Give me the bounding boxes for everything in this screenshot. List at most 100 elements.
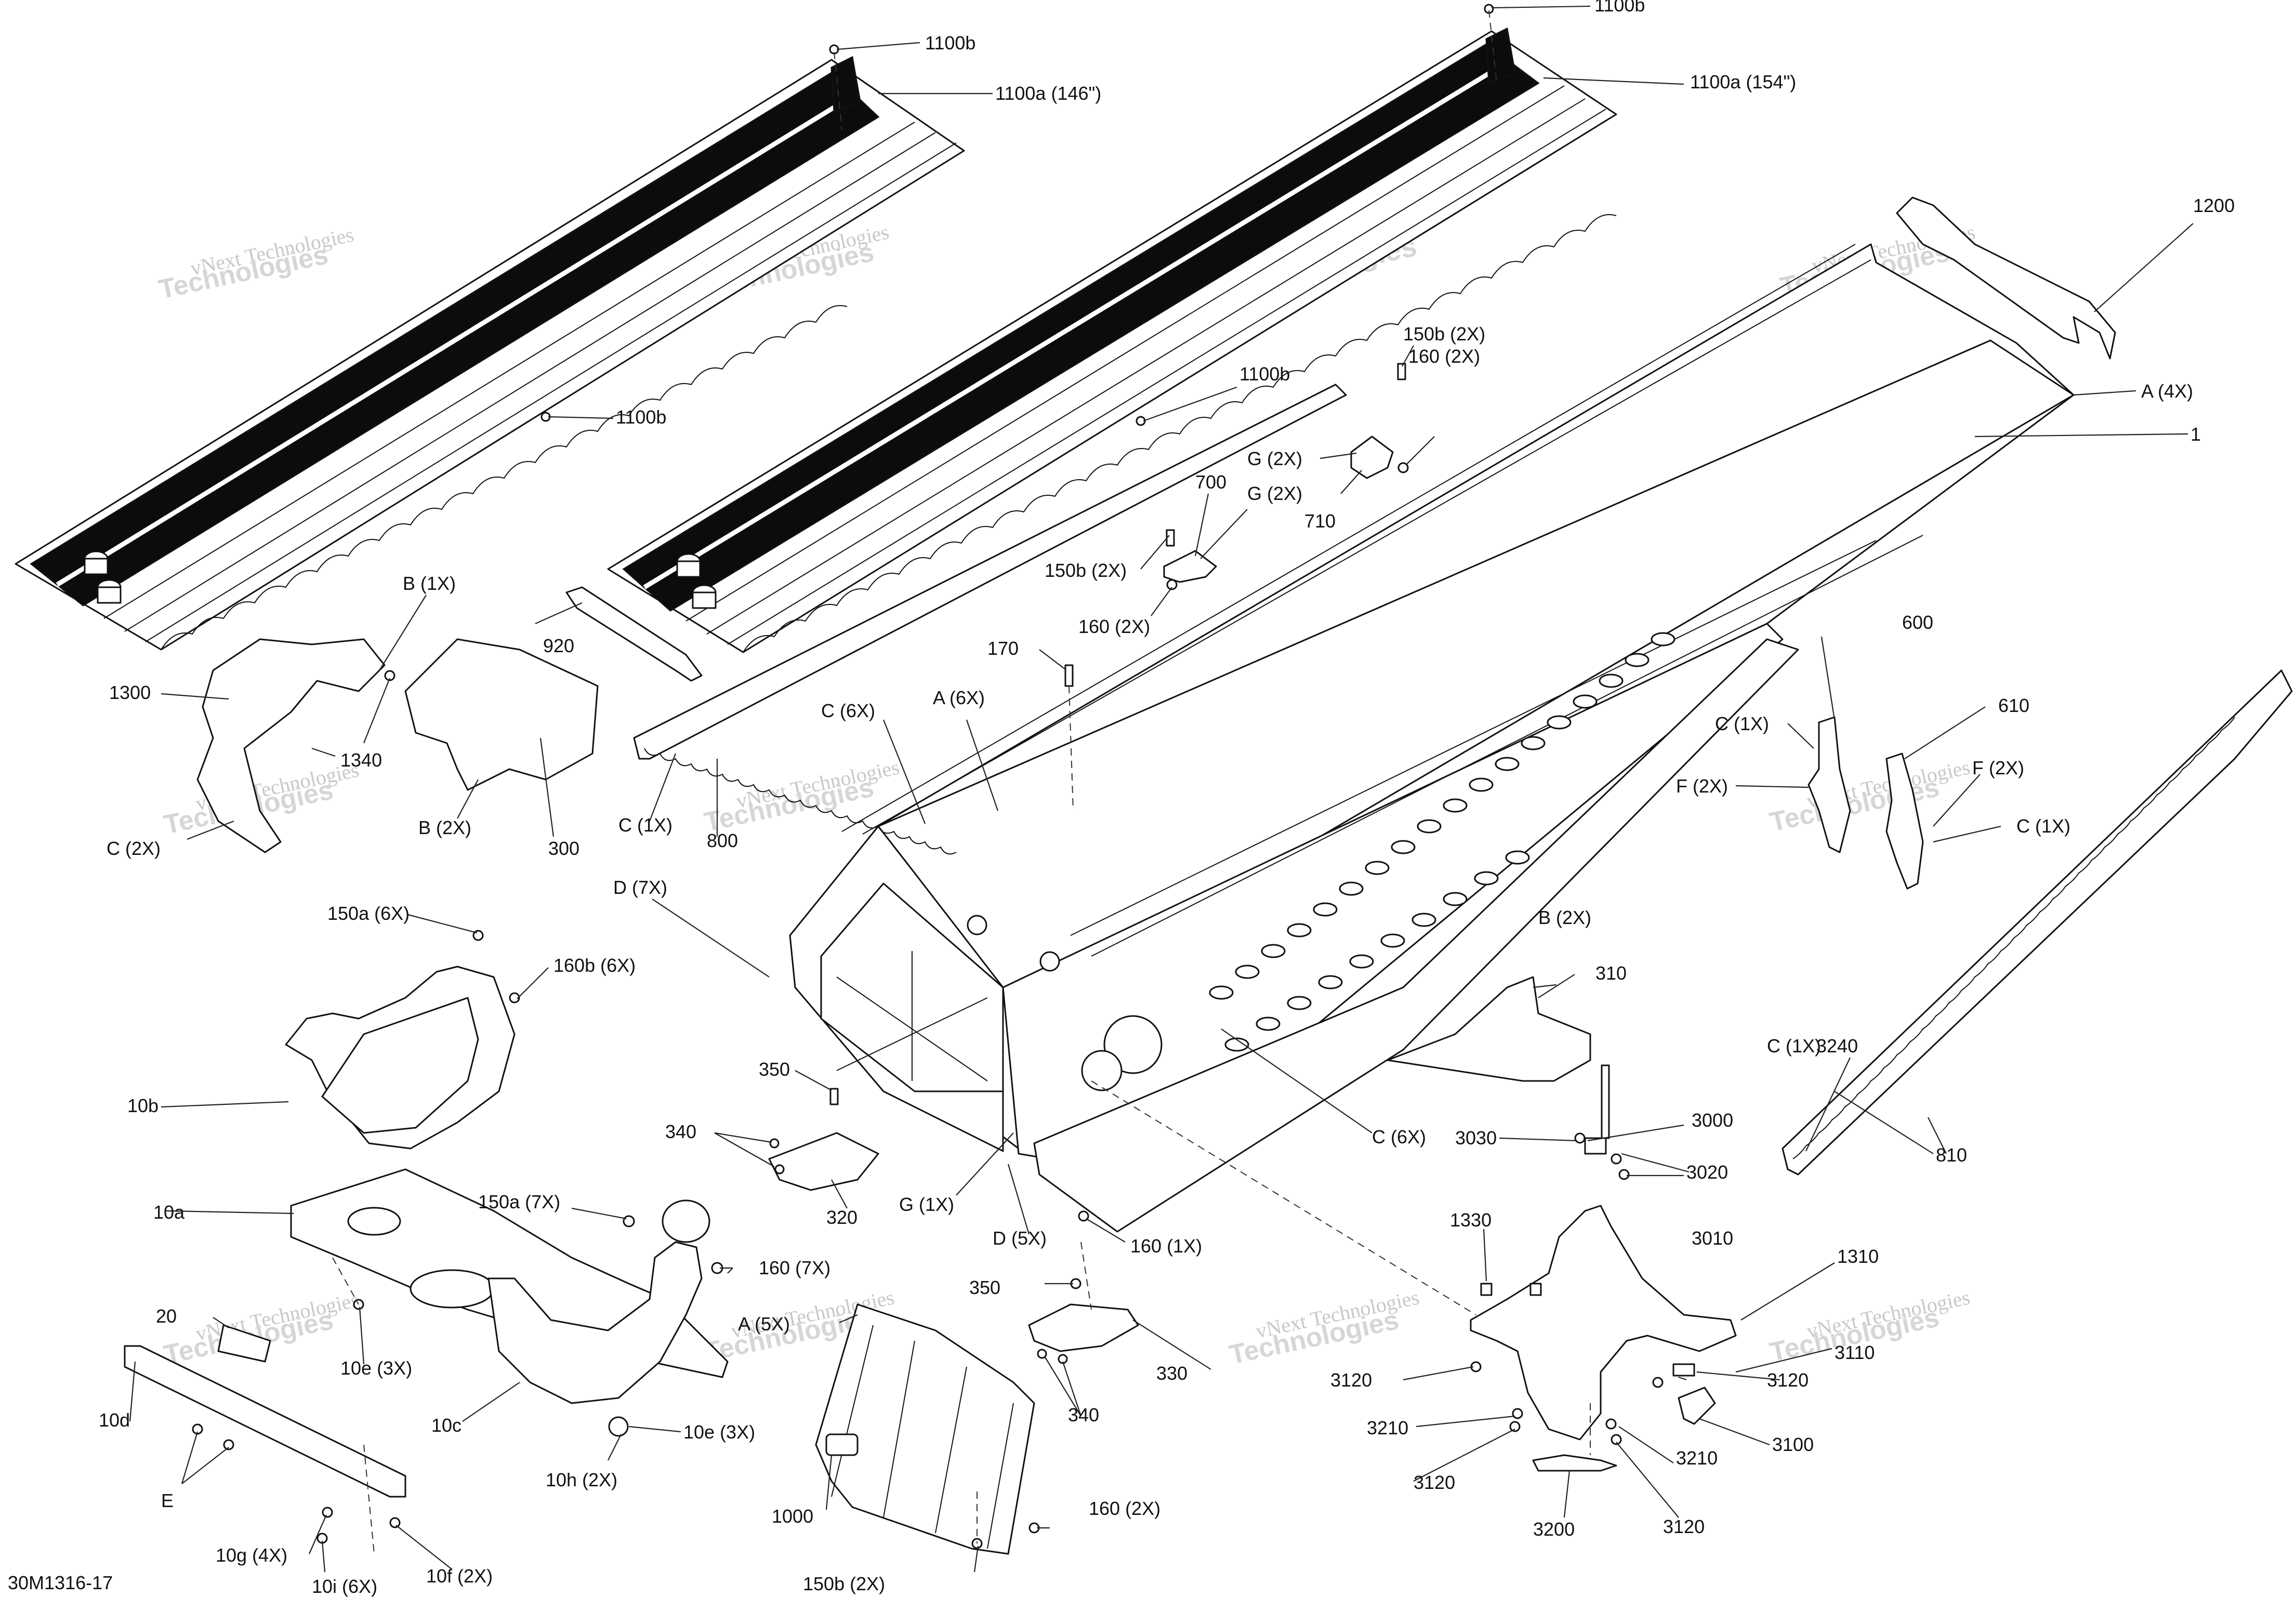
callout-1340: 1340 <box>340 749 382 771</box>
part-700 <box>1163 550 1217 583</box>
callout-labels: 1100b 1100a (146") 1100b 1100a (154") 12… <box>8 0 2235 1597</box>
callout-d-5x: D (5X) <box>993 1228 1047 1249</box>
callout-150a-7x: 150a (7X) <box>478 1191 560 1212</box>
alignment-lines <box>332 10 1591 1554</box>
part-1300 <box>196 638 386 853</box>
part-10c <box>487 1241 703 1404</box>
callout-d-7x: D (7X) <box>613 877 667 898</box>
callout-b-2x: B (2X) <box>1538 907 1591 928</box>
callout-f-2x: F (2X) <box>1676 775 1728 797</box>
callout-10a: 10a <box>153 1202 185 1223</box>
callout-160-2x: 160 (2X) <box>1408 346 1480 367</box>
callout-350: 350 <box>969 1277 1000 1298</box>
diagram-code: 30M1316-17 <box>8 1572 113 1593</box>
callout-3200: 3200 <box>1533 1519 1575 1540</box>
callout-3120: 3120 <box>1767 1369 1809 1391</box>
callout-10b: 10b <box>127 1095 159 1116</box>
part-1000 <box>815 1303 1035 1555</box>
part-1310 <box>1470 1205 1737 1441</box>
callout-1100b: 1100b <box>1239 363 1290 385</box>
callout-1000: 1000 <box>772 1506 813 1527</box>
callout-10f-2x: 10f (2X) <box>426 1565 493 1587</box>
callout-1100b: 1100b <box>1594 0 1645 16</box>
callout-20: 20 <box>156 1305 177 1327</box>
callout-1100a-154: 1100a (154") <box>1690 71 1796 93</box>
callout-150a-6x: 150a (6X) <box>327 903 410 924</box>
callout-170: 170 <box>987 638 1019 659</box>
callout-1100a-146: 1100a (146") <box>995 83 1101 104</box>
callout-700: 700 <box>1195 471 1226 493</box>
callout-c-1x: C (1X) <box>2016 815 2070 837</box>
callout-g-1x: G (1X) <box>899 1194 954 1215</box>
part-10d <box>124 1345 406 1498</box>
part-3100 <box>1678 1387 1716 1425</box>
callout-10e-3x: 10e (3X) <box>683 1421 755 1443</box>
part-920 <box>565 586 703 682</box>
callout-e: E <box>161 1490 174 1511</box>
callout-310: 310 <box>1595 962 1627 984</box>
callout-3010: 3010 <box>1692 1228 1733 1249</box>
callout-3020: 3020 <box>1686 1162 1728 1183</box>
callout-1: 1 <box>2191 424 2201 445</box>
callout-810: 810 <box>1936 1144 1967 1166</box>
callout-g-2x: G (2X) <box>1247 448 1302 469</box>
callout-a-5x: A (5X) <box>738 1313 790 1335</box>
part-310 <box>1387 976 1591 1082</box>
callout-150b-2x: 150b (2X) <box>1403 323 1485 345</box>
callout-3000: 3000 <box>1692 1110 1733 1131</box>
callout-3120: 3120 <box>1330 1369 1372 1391</box>
callout-1100b: 1100b <box>616 406 666 428</box>
callout-10e-3x: 10e (3X) <box>340 1357 412 1379</box>
callout-3210: 3210 <box>1676 1447 1718 1469</box>
callout-710: 710 <box>1304 510 1336 532</box>
callout-3110: 3110 <box>1835 1342 1875 1363</box>
leader-lines <box>129 5 2194 1573</box>
callout-1100b: 1100b <box>925 32 975 54</box>
callout-300: 300 <box>548 838 579 859</box>
tunnel <box>789 243 2075 1233</box>
callout-c-1x: C (1X) <box>618 814 672 836</box>
callout-1300: 1300 <box>109 682 151 703</box>
callout-3120: 3120 <box>1414 1472 1455 1493</box>
part-610 <box>1885 753 1924 890</box>
running-board-154 <box>607 27 1617 653</box>
callout-a-4x: A (4X) <box>2141 380 2193 402</box>
callout-1310: 1310 <box>1837 1246 1879 1267</box>
part-600 <box>1807 716 1851 853</box>
callout-160-2x: 160 (2X) <box>1078 616 1150 637</box>
callout-1330: 1330 <box>1450 1209 1492 1231</box>
callout-10d: 10d <box>99 1409 130 1431</box>
callout-160-7x: 160 (7X) <box>759 1257 830 1278</box>
callout-10i-6x: 10i (6X) <box>312 1576 377 1597</box>
callout-160-1x: 160 (1X) <box>1130 1235 1202 1257</box>
callout-c-1x: C (1X) <box>1767 1035 1821 1057</box>
callout-350: 350 <box>759 1059 790 1080</box>
callout-c-1x: C (1X) <box>1715 713 1769 734</box>
part-330 <box>1028 1303 1139 1352</box>
callout-3100: 3100 <box>1772 1434 1814 1455</box>
callout-800: 800 <box>707 830 738 851</box>
callout-10h-2x: 10h (2X) <box>546 1469 617 1490</box>
callout-b-1x: B (1X) <box>403 573 456 594</box>
callout-g-2x: G (2X) <box>1247 483 1302 504</box>
callout-340: 340 <box>665 1121 696 1142</box>
callout-160b-6x: 160b (6X) <box>553 955 636 976</box>
part-1200 <box>1896 196 2116 360</box>
callout-920: 920 <box>543 635 574 656</box>
callout-600: 600 <box>1902 612 1933 633</box>
callout-c-6x: C (6X) <box>821 700 875 721</box>
callout-a-6x: A (6X) <box>933 687 985 708</box>
callout-3030: 3030 <box>1455 1127 1497 1149</box>
callout-10g-4x: 10g (4X) <box>216 1545 287 1566</box>
callout-1200: 1200 <box>2193 195 2235 216</box>
callout-3210: 3210 <box>1367 1417 1408 1438</box>
callout-610: 610 <box>1998 695 2029 716</box>
callout-150b-2x: 150b (2X) <box>803 1573 885 1594</box>
callout-160-2x: 160 (2X) <box>1089 1498 1160 1519</box>
part-3200 <box>1532 1454 1617 1472</box>
callout-150b-2x: 150b (2X) <box>1045 560 1127 581</box>
part-20 <box>217 1324 271 1363</box>
callout-340: 340 <box>1068 1404 1099 1426</box>
callout-330: 330 <box>1156 1363 1187 1384</box>
